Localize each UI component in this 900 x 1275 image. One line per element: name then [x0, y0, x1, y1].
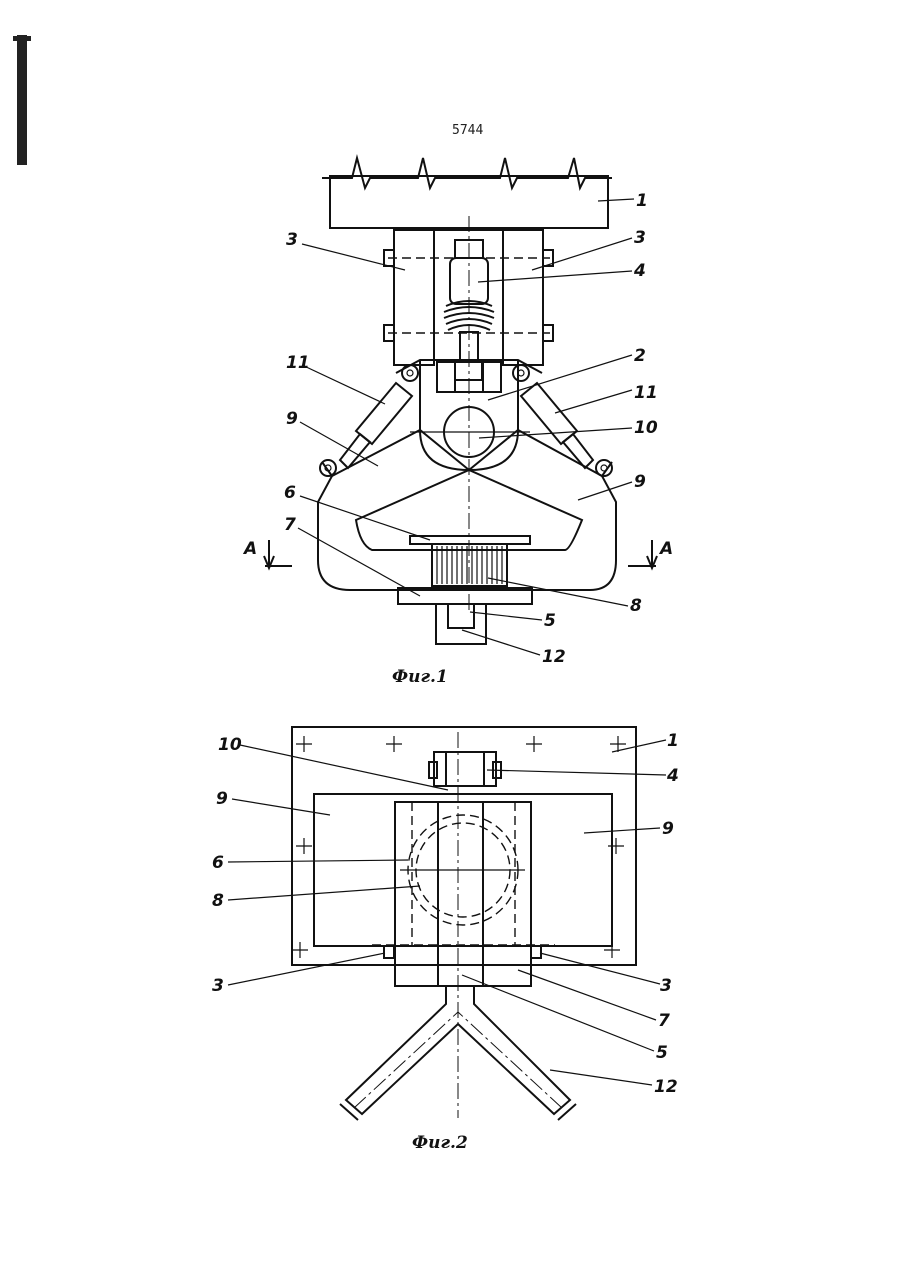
section-mark-left: A — [242, 539, 257, 559]
fig1-label-9-right: 9 — [634, 472, 646, 492]
fig2-label-9-right: 9 — [662, 819, 674, 839]
fig2-label-4: 4 — [666, 766, 679, 786]
fig2-label-6: 6 — [212, 853, 224, 873]
fig1-label-5: 5 — [544, 611, 556, 631]
fig1-label-11-right: 11 — [634, 383, 658, 403]
fig2-label-5: 5 — [656, 1043, 668, 1063]
fig1-caption: Фиг.1 — [392, 667, 448, 687]
fig1-label-3-right: 3 — [634, 228, 646, 248]
fig2-plate-1 — [292, 727, 636, 965]
fig2-label-8: 8 — [212, 891, 224, 911]
fig1-label-11-left: 11 — [286, 353, 310, 373]
section-mark-right: A — [658, 539, 673, 559]
fig2-label-10: 10 — [218, 735, 242, 755]
fig1-label-1: 1 — [636, 191, 648, 211]
fig1-label-12: 12 — [542, 647, 566, 667]
fig2-label-7: 7 — [658, 1011, 670, 1031]
fig2-cylinder-4 — [429, 752, 501, 786]
fig2-label-3-right: 3 — [660, 976, 672, 996]
fig2-label-12: 12 — [654, 1077, 678, 1097]
figure-1: A A 1 3 3 4 2 11 — [242, 158, 673, 687]
fig2-label-1: 1 — [667, 731, 679, 751]
fig1-label-7: 7 — [284, 515, 296, 535]
fig1-label-8: 8 — [630, 596, 642, 616]
fig2-block-7 — [372, 802, 555, 986]
fig1-label-4: 4 — [633, 261, 646, 281]
fig1-label-10: 10 — [634, 418, 658, 438]
scan-margin-mark — [17, 35, 27, 165]
fig1-label-2: 2 — [634, 346, 646, 366]
fig2-label-3-left: 3 — [212, 976, 224, 996]
fig1-label-9-left: 9 — [286, 409, 298, 429]
fig2-caption: Фиг.2 — [412, 1133, 468, 1153]
fig1-plate-1 — [322, 158, 612, 228]
scan-margin-mark-top — [13, 36, 31, 41]
fig1-label-3-left: 3 — [286, 230, 298, 250]
figure-2: 10 1 4 9 9 6 8 3 3 7 5 12 Фиг.2 — [212, 727, 679, 1153]
fig2-label-9-left: 9 — [216, 789, 228, 809]
fig1-label-6: 6 — [284, 483, 296, 503]
page-number: 5744 — [452, 123, 483, 138]
